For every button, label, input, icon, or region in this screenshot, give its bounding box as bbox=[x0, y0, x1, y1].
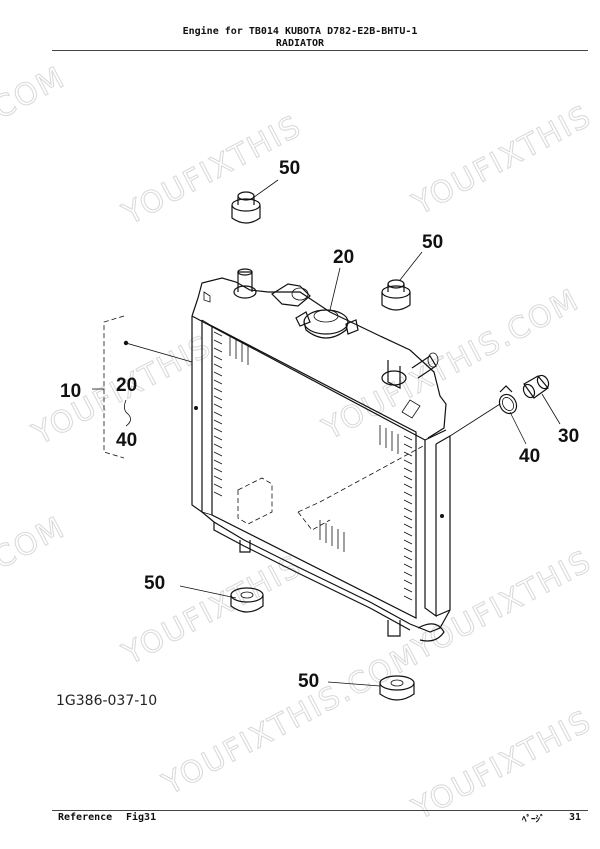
callout-cap-top: 50 bbox=[279, 158, 300, 179]
callout-group-to: 40 bbox=[116, 430, 137, 451]
cushion-top bbox=[231, 191, 261, 224]
footer-fig-label: Fig31 bbox=[126, 812, 157, 823]
header-rule bbox=[52, 50, 588, 51]
watermark-main-2: YOUFIXTHIS bbox=[406, 99, 597, 223]
radiator-cap-illustration bbox=[295, 309, 359, 339]
callout-group-from: 20 bbox=[116, 375, 137, 396]
watermark-main-6: YOUFIXTHIS bbox=[406, 544, 597, 668]
hose bbox=[522, 374, 550, 399]
leader-lines bbox=[92, 179, 561, 687]
figure-number: 1G386-037-10 bbox=[56, 693, 157, 709]
footer-rule bbox=[52, 810, 588, 811]
cushion-bottom-left bbox=[230, 587, 264, 613]
callout-cushion-bottom: 50 bbox=[298, 671, 319, 692]
callout-radiator-cap: 20 bbox=[333, 247, 354, 268]
watermark-main-8: YOUFIXTHIS bbox=[406, 704, 597, 828]
radiator-illustration bbox=[191, 268, 451, 642]
cushion-bottom bbox=[379, 675, 415, 701]
watermark-com-2: .COM bbox=[0, 510, 71, 582]
callout-cap-right: 50 bbox=[422, 232, 443, 253]
callout-clamp: 40 bbox=[519, 446, 540, 467]
watermark-com-1: .COM bbox=[0, 60, 71, 132]
header-title: Engine for TB014 KUBOTA D782-E2B-BHTU-1 bbox=[182, 26, 418, 37]
callout-hose: 30 bbox=[558, 426, 579, 447]
watermark-main-5: YOUFIXTHIS bbox=[116, 549, 307, 673]
cushion-right bbox=[381, 279, 411, 311]
footer-page-number: 31 bbox=[569, 812, 582, 823]
watermark-main-4: YOUFIXTHIS.COM bbox=[316, 282, 585, 447]
footer-reference-label: Reference bbox=[58, 812, 113, 823]
hose-clamp bbox=[498, 385, 518, 415]
header-subtitle: RADIATOR bbox=[275, 38, 325, 49]
footer-page-label: ﾍﾟｰｼﾞ bbox=[522, 815, 545, 825]
callout-cushion-left: 50 bbox=[144, 573, 165, 594]
watermark-main-7: YOUFIXTHIS.COM bbox=[156, 637, 425, 802]
callout-assembly: 10 bbox=[60, 381, 81, 402]
